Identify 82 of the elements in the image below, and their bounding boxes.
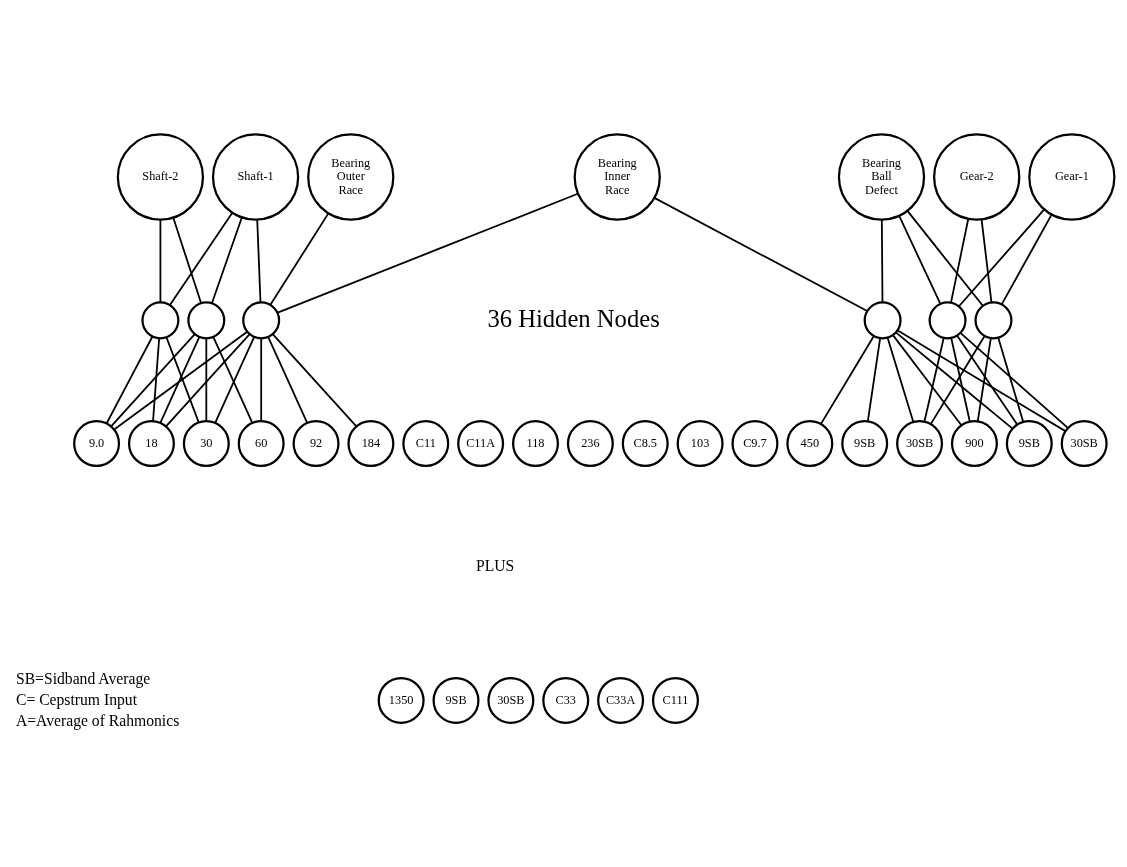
node-circle: 118 (512, 419, 559, 467)
connector (950, 336, 971, 422)
node-circle: Shaft-1 (211, 132, 300, 221)
connector (169, 211, 234, 306)
node-circle: Gear-2 (933, 132, 1021, 221)
connector (113, 330, 249, 430)
node-circle: 92 (292, 419, 340, 467)
connector (898, 214, 942, 305)
connector (906, 209, 984, 307)
node-circle: 184 (347, 419, 395, 467)
node-circle: 9.0 (73, 419, 121, 467)
node-circle: 30 (182, 419, 230, 467)
node-circle: Bearing Outer Race (307, 132, 395, 221)
connector (980, 217, 993, 303)
node-circle: 30SB (487, 676, 535, 724)
label: SB=Sidband Average (15, 669, 151, 687)
node-circle: Bearing Ball Defect (837, 132, 926, 221)
connector (260, 336, 263, 422)
connector (976, 336, 992, 422)
node-circle: Gear-1 (1028, 132, 1116, 221)
connector (165, 333, 251, 427)
connector (923, 336, 945, 422)
node-circle: C8.5 (621, 419, 669, 467)
connector (653, 196, 869, 312)
connector (892, 333, 963, 426)
node-circle (141, 300, 180, 339)
connector (950, 217, 970, 303)
node-circle: 103 (676, 419, 724, 467)
connector (1000, 213, 1053, 305)
node-circle: 9SB (1005, 419, 1053, 467)
connector (930, 334, 986, 425)
node-circle: 9SB (841, 419, 889, 467)
connector (172, 216, 202, 304)
node-circle: C11 (402, 419, 450, 467)
node-circle: Bearing Inner Race (573, 132, 661, 221)
node-circle: 236 (566, 419, 614, 467)
label: C= Cepstrum Input (15, 690, 137, 708)
label: PLUS (476, 556, 515, 574)
connector (159, 335, 201, 423)
connector (276, 192, 579, 314)
connector (895, 331, 1014, 429)
node-circle (928, 300, 967, 339)
node-circle (863, 300, 902, 339)
connector (269, 212, 330, 306)
label: A=Average of Rahmonics (15, 711, 180, 729)
label: 36 Hidden Nodes (487, 304, 660, 332)
connector (880, 218, 884, 303)
connector (866, 336, 882, 422)
connector (997, 336, 1025, 423)
node-circle: 30SB (1060, 419, 1108, 467)
node-circle: 900 (950, 419, 998, 467)
node-circle: 60 (237, 419, 285, 467)
connector (267, 335, 308, 423)
node-circle: C11A (457, 419, 505, 467)
connector (958, 208, 1046, 307)
node-circle: C33A (597, 676, 645, 724)
connector (165, 335, 200, 423)
connector (959, 331, 1069, 429)
connector (272, 333, 358, 427)
node-circle: 1350 (377, 676, 425, 724)
connector (820, 334, 875, 425)
node-circle: C111 (651, 676, 699, 724)
node-circle: C33 (542, 676, 590, 724)
connector (886, 336, 915, 423)
connector (256, 218, 262, 303)
connector (152, 336, 161, 422)
connector (110, 333, 196, 427)
connector (205, 336, 208, 422)
connector (896, 329, 1067, 432)
connector (159, 218, 162, 303)
node-circle: C9.7 (731, 419, 779, 467)
connector (956, 334, 1019, 425)
connector (211, 216, 243, 304)
node-circle (187, 300, 226, 339)
node-circle (242, 300, 281, 339)
node-circle: 9SB (432, 676, 480, 724)
node-circle (974, 300, 1013, 339)
node-circle: 450 (786, 419, 834, 467)
node-circle: 18 (127, 419, 175, 467)
node-circle: 30SB (896, 419, 944, 467)
connector (105, 335, 154, 424)
node-circle: Shaft-2 (116, 132, 205, 221)
